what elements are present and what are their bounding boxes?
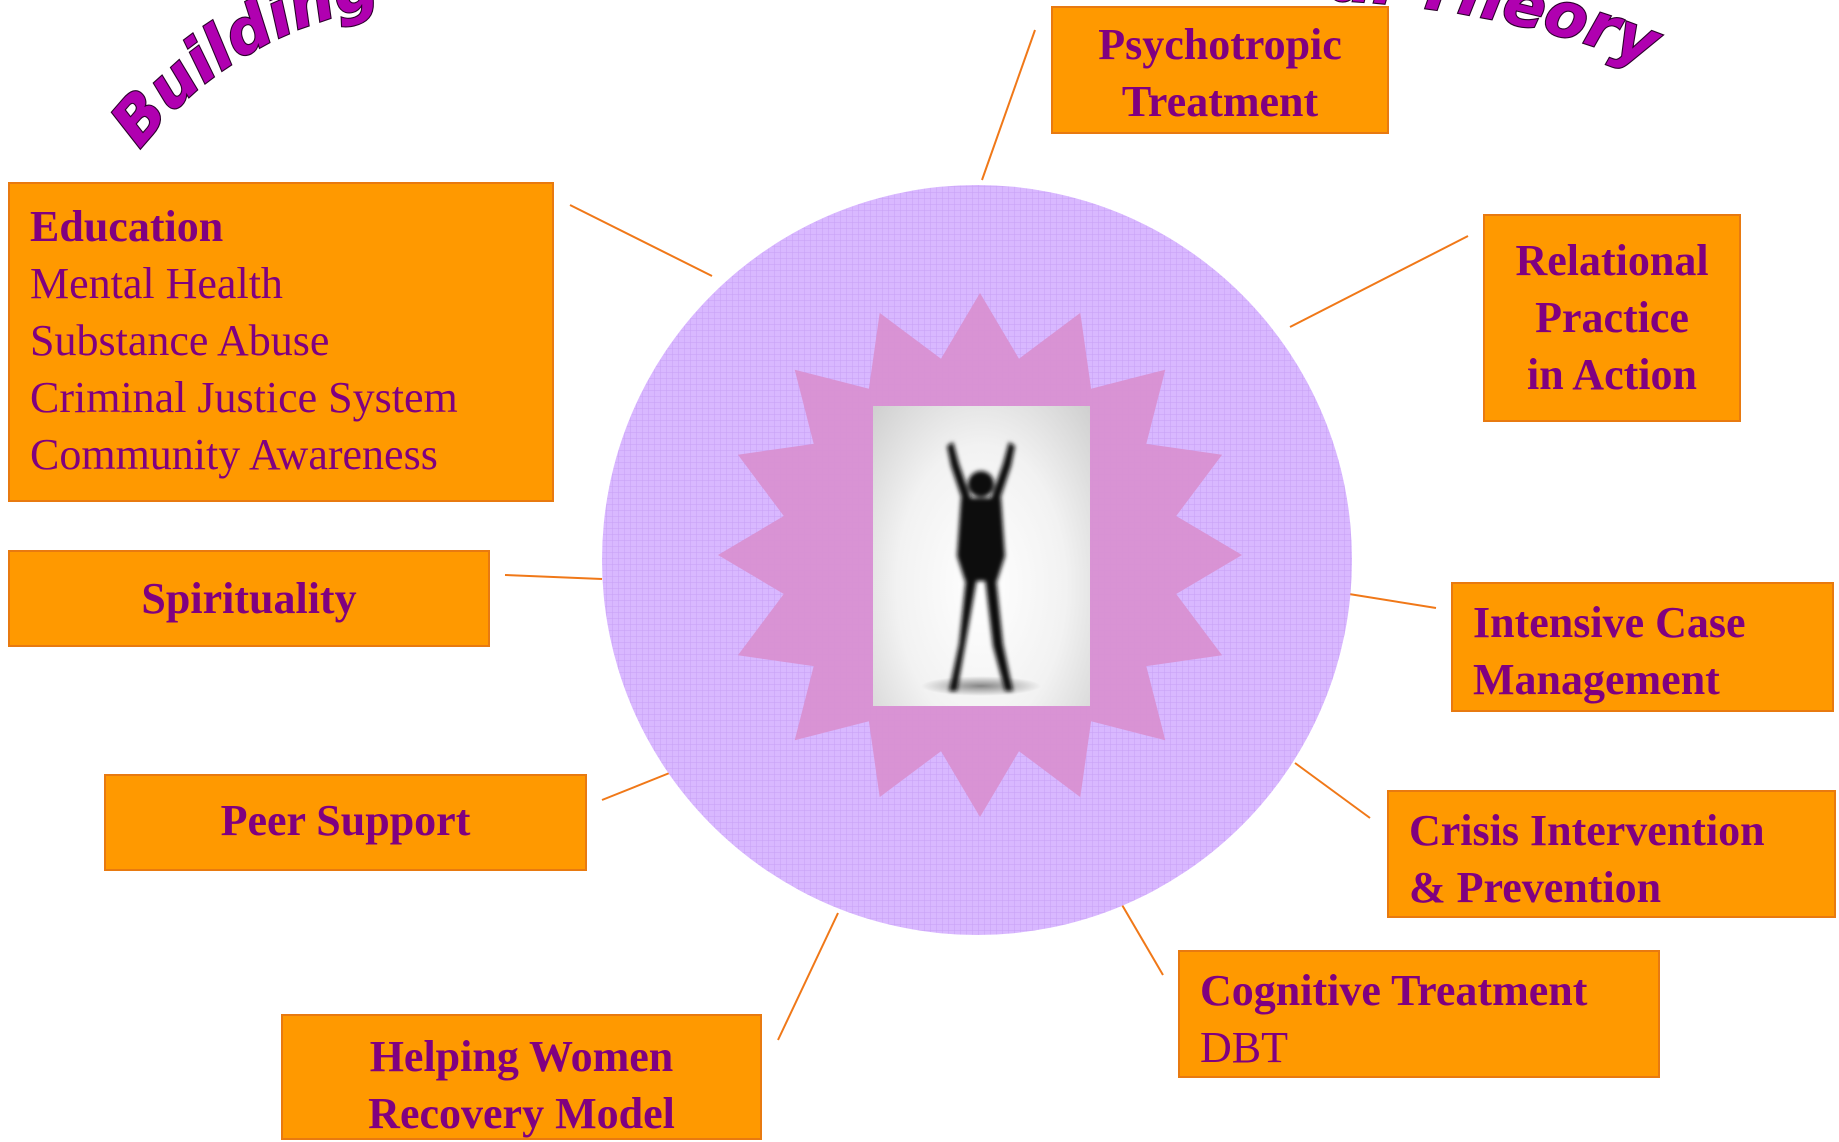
intensive-line-1: Intensive Case — [1473, 598, 1746, 647]
cognitive-heading: Cognitive Treatment — [1200, 966, 1588, 1015]
connector-cognitive — [1117, 897, 1164, 976]
relational-practice-box: Relational Practice in Action — [1483, 214, 1741, 422]
crisis-line-1: Crisis Intervention — [1409, 806, 1765, 855]
peer-support-box: Peer Support — [104, 774, 587, 871]
arc-title: Building Ho al Theory — [0, 0, 1673, 160]
education-box: Education Mental Health Substance Abuse … — [8, 182, 554, 502]
education-heading: Education — [30, 202, 224, 251]
psychotropic-line-1: Psychotropic — [1098, 20, 1342, 69]
education-item: Community Awareness — [30, 430, 438, 479]
helping-women-box: Helping Women Recovery Model — [281, 1014, 762, 1140]
person-silhouette-image — [873, 406, 1090, 706]
title-left-text: Building Ho — [0, 0, 405, 159]
connector-lines — [504, 29, 1469, 1041]
connector-education — [569, 204, 713, 277]
intensive-case-management-box: Intensive Case Management — [1451, 582, 1834, 712]
peer-support-label: Peer Support — [220, 796, 471, 845]
connector-relational — [1289, 235, 1469, 328]
psychotropic-line-2: Treatment — [1121, 77, 1319, 126]
relational-line-3: in Action — [1527, 350, 1697, 399]
education-item: Criminal Justice System — [30, 373, 458, 422]
connector-crisis — [1294, 762, 1371, 819]
relational-line-2: Practice — [1535, 293, 1689, 342]
cognitive-item: DBT — [1200, 1023, 1288, 1072]
person-silhouette-icon — [921, 442, 1041, 696]
helping-line-2: Recovery Model — [368, 1089, 675, 1138]
connector-psychotropic — [981, 29, 1036, 181]
psychotropic-treatment-box: Psychotropic Treatment — [1051, 6, 1389, 134]
connector-helping — [777, 912, 839, 1041]
relational-line-1: Relational — [1515, 236, 1709, 285]
connector-intensive — [1348, 593, 1437, 609]
education-item: Mental Health — [30, 259, 283, 308]
connector-peer — [601, 771, 673, 801]
education-item: Substance Abuse — [30, 316, 330, 365]
crisis-line-2: & Prevention — [1409, 863, 1662, 912]
cognitive-treatment-box: Cognitive Treatment DBT — [1178, 950, 1660, 1078]
helping-line-1: Helping Women — [369, 1032, 674, 1081]
connector-spirituality — [504, 574, 603, 580]
crisis-intervention-box: Crisis Intervention & Prevention — [1387, 790, 1836, 918]
intensive-line-2: Management — [1473, 655, 1720, 704]
spirituality-box: Spirituality — [8, 550, 490, 647]
spirituality-label: Spirituality — [141, 574, 357, 623]
